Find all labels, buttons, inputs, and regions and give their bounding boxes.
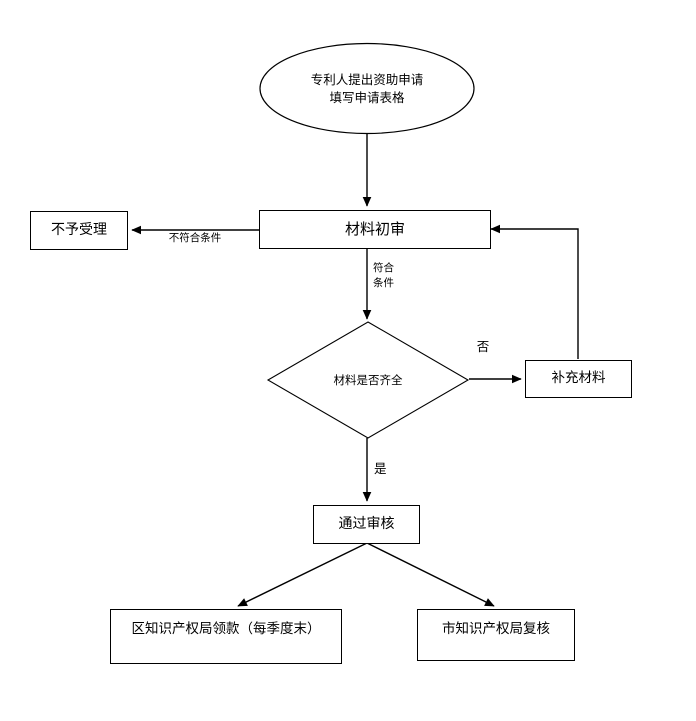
node-city-ip-office-recheck[interactable]: 市知识产权局复核 (417, 609, 575, 661)
decision-diamond-shape (266, 321, 470, 439)
start-ellipse-shape (259, 42, 475, 135)
connector-pass-review-to-city-office (366, 542, 495, 607)
connector-supplement-to-initial-review (490, 224, 579, 359)
edge-label-not-qualified: 不符合条件 (168, 232, 222, 244)
connector-pass-review-to-district-office (237, 542, 368, 607)
node-initial-review[interactable]: 材料初审 (259, 210, 491, 249)
node-pass-review[interactable]: 通过审核 (313, 505, 420, 544)
node-decision-materials-complete[interactable]: 材料是否齐全 (333, 372, 403, 387)
edge-label-yes: 是 (374, 461, 387, 476)
node-start-application[interactable]: 专利人提出资助申请 填写申请表格 (310, 71, 424, 105)
node-supplement-materials[interactable]: 补充材料 (525, 360, 632, 398)
node-district-ip-office-payment[interactable]: 区知识产权局领款（每季度末） (110, 609, 342, 664)
edge-label-qualified: 符合 条件 (373, 262, 394, 290)
edge-label-no: 否 (476, 339, 490, 354)
node-reject-application[interactable]: 不予受理 (30, 211, 128, 250)
